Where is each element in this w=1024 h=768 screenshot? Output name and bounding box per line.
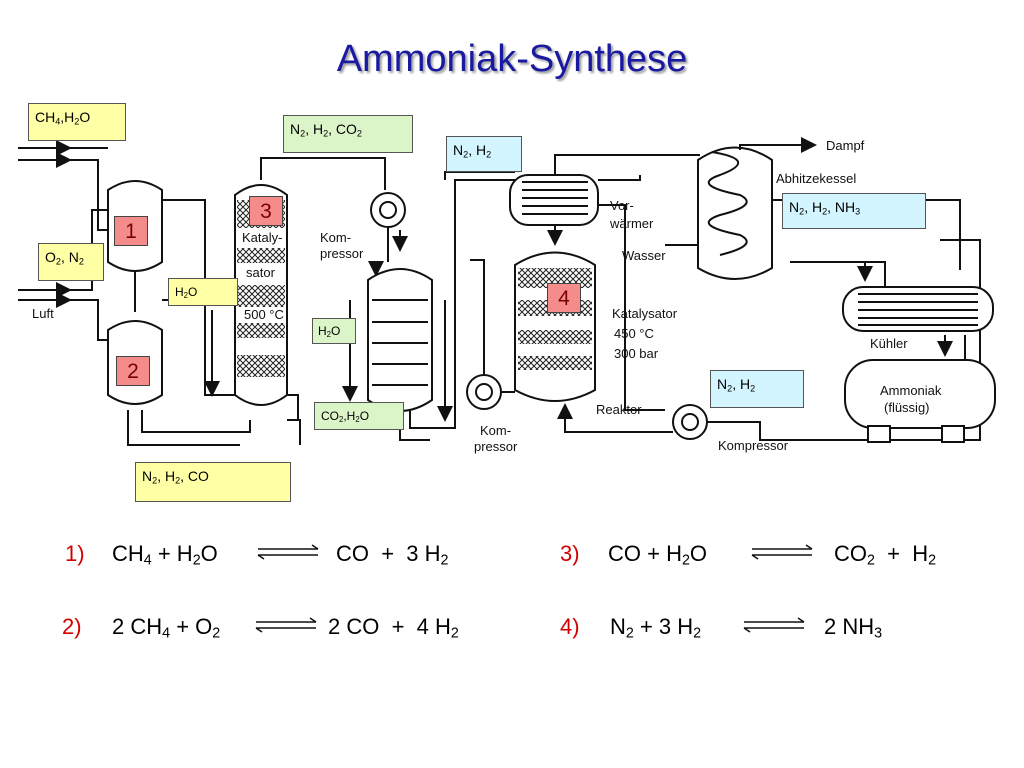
dampf-text: Dampf: [826, 138, 865, 153]
reaktor-text: Reaktor: [596, 402, 642, 417]
kompressor-3-text: Kompressor: [718, 438, 789, 453]
step-number-3: 3: [249, 196, 283, 226]
page-title: Ammoniak-Synthese: [336, 38, 688, 80]
temp-2-text: 450 °C: [614, 326, 654, 341]
equation-2-lhs: 2 CH4 + O2: [112, 614, 221, 642]
ammoniak-text: Ammoniak: [880, 383, 942, 398]
kompressor-2-text-2: pressor: [474, 439, 518, 454]
katalysator-1-text-2: sator: [246, 265, 276, 280]
step-number-1: 1: [114, 216, 148, 246]
label-n2-h2-co: N2, H2, CO: [135, 462, 291, 502]
label-h2o-left: H2O: [168, 278, 238, 306]
ammoniak-text-2: (flüssig): [884, 400, 930, 415]
kuehler-text: Kühler: [870, 336, 908, 351]
kompressor-2-text: Kom-: [480, 423, 511, 438]
equation-number-1: 1): [65, 541, 85, 566]
compressor-3: [672, 404, 708, 440]
equation-1-lhs: CH4 + H2O: [112, 541, 218, 569]
label-h2o-mid: H2O: [312, 318, 356, 344]
label-n2-h2-bottom: N2, H2: [710, 370, 804, 408]
label-n2-h2-nh3: N2, H2, NH3: [782, 193, 926, 229]
temp-1-text: 500 °C: [244, 307, 284, 322]
equation-3-lhs: CO + H2O: [608, 541, 708, 569]
katalysator-2-text: Katalysator: [612, 306, 678, 321]
label-co2-h2o: CO2,H2O: [314, 402, 404, 430]
step-number-4: 4: [547, 283, 581, 313]
co2-absorber-vessel: [367, 268, 433, 412]
step-number-2: 2: [116, 356, 150, 386]
kompressor-1-text: Kom-: [320, 230, 351, 245]
pressure-text: 300 bar: [614, 346, 659, 361]
equation-4-rhs: 2 NH3: [824, 614, 883, 642]
waste-heat-boiler: [697, 146, 773, 280]
wasser-text: Wasser: [622, 248, 666, 263]
equation-2-rhs: 2 CO + 4 H2: [328, 614, 459, 642]
equation-1-rhs: CO + 3 H2: [336, 541, 449, 569]
label-n2-h2-co2: N2, H2, CO2: [283, 115, 413, 153]
luft-text: Luft: [32, 306, 54, 321]
vorwaermer-text: Vor-: [610, 198, 634, 213]
compressor-2: [466, 374, 502, 410]
equation-number-4: 4): [560, 614, 580, 639]
label-o2-n2: O2, N2: [38, 243, 104, 281]
compressor-1: [370, 192, 406, 228]
equation-number-3: 3): [560, 541, 580, 566]
equation-number-2: 2): [62, 614, 82, 639]
equation-4-lhs: N2 + 3 H2: [610, 614, 702, 642]
abhitzekessel-text: Abhitzekessel: [776, 171, 856, 186]
kompressor-1-text-2: pressor: [320, 246, 364, 261]
ammonia-tank: [844, 359, 996, 429]
vorwaermer-text-2: wärmer: [609, 216, 654, 231]
katalysator-1-text: Kataly-: [242, 230, 282, 245]
label-ch4-h2o: CH4,H2O: [28, 103, 126, 141]
label-n2-h2-top: N2, H2: [446, 136, 522, 172]
equation-3-rhs: CO2 + H2: [834, 541, 937, 569]
